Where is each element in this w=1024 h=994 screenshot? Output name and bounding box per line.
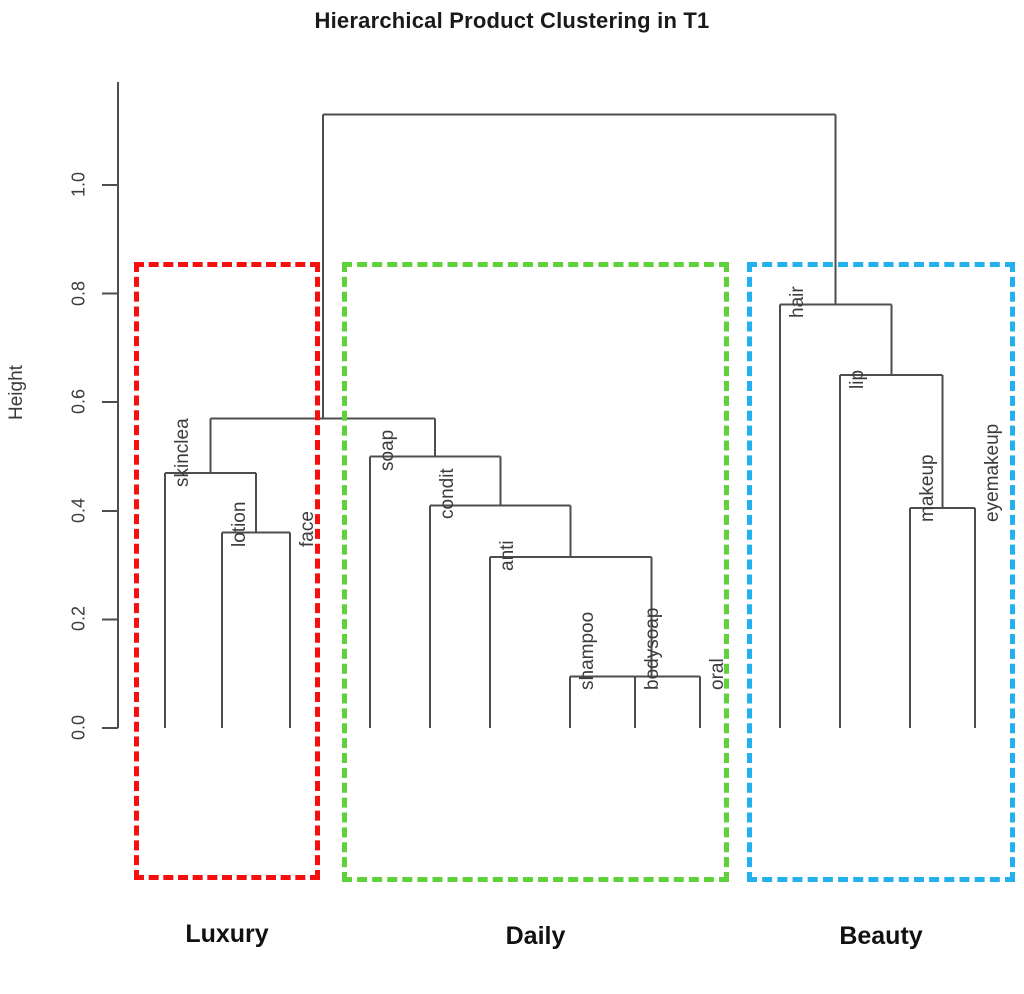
y-axis-tick-label: 1.0 xyxy=(68,171,89,198)
cluster-name-daily: Daily xyxy=(505,922,566,950)
y-axis-tick-label: 0.6 xyxy=(68,389,89,415)
y-axis-tick-label: 0.4 xyxy=(68,497,89,523)
cluster-box-daily xyxy=(342,262,729,882)
cluster-box-beauty xyxy=(747,262,1015,882)
cluster-box-luxury xyxy=(134,262,320,880)
y-axis-tick-label: 0.2 xyxy=(68,606,89,632)
y-axis-tick-label: 0.8 xyxy=(68,280,89,306)
y-axis-tick-label: 0.0 xyxy=(68,714,89,741)
chart-title: Hierarchical Product Clustering in T1 xyxy=(314,8,710,33)
cluster-name-beauty: Beauty xyxy=(839,922,923,950)
cluster-name-luxury: Luxury xyxy=(185,920,269,948)
